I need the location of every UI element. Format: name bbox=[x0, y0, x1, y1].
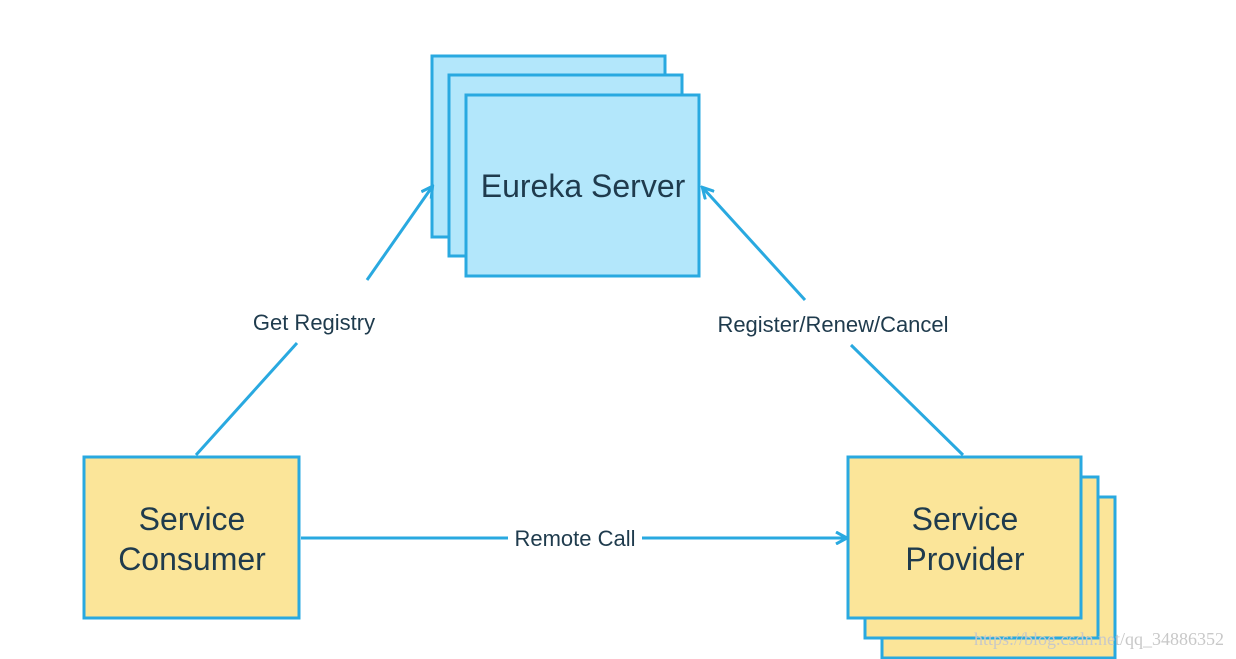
remote-call-edge: Remote Call bbox=[301, 526, 846, 551]
register-arrow-upper bbox=[703, 188, 807, 302]
register-renew-cancel-edge: Register/Renew/Cancel bbox=[703, 188, 965, 457]
register-renew-cancel-label: Register/Renew/Cancel bbox=[717, 312, 948, 337]
service-provider-label-line1: Service bbox=[912, 501, 1019, 537]
get-registry-arrow-upper bbox=[365, 187, 432, 281]
service-consumer-label-line2: Consumer bbox=[118, 541, 266, 577]
service-provider-label-line2: Provider bbox=[905, 541, 1025, 577]
get-registry-label: Get Registry bbox=[253, 310, 375, 335]
service-consumer-label-line1: Service bbox=[139, 501, 246, 537]
service-consumer-node: Service Consumer bbox=[82, 455, 301, 620]
eureka-server-box bbox=[464, 93, 701, 278]
remote-call-label: Remote Call bbox=[514, 526, 635, 551]
eureka-server-label: Eureka Server bbox=[481, 168, 686, 204]
register-arrow-lower bbox=[849, 343, 965, 457]
eureka-server-node: Eureka Server bbox=[430, 54, 701, 278]
service-provider-node: Service Provider bbox=[846, 455, 1117, 659]
watermark-text: https://blog.csdn.net/qq_34886352 bbox=[974, 629, 1224, 649]
service-consumer-box bbox=[82, 455, 301, 620]
get-registry-arrow-lower bbox=[194, 341, 299, 457]
get-registry-edge: Get Registry bbox=[194, 187, 432, 457]
service-provider-box bbox=[846, 455, 1083, 620]
